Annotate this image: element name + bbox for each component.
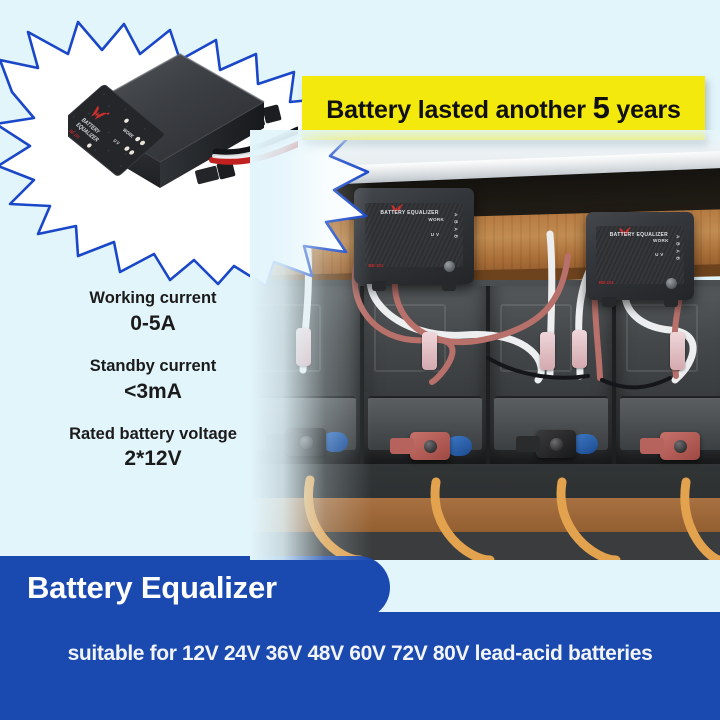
spec-list: Working current 0-5A Standby current <3m… bbox=[28, 288, 278, 492]
hero-product-image: BATTERY EQUALIZER WORK U V BE-101 bbox=[57, 48, 302, 208]
installed-equalizer-2: BATTERY EQUALIZER WORK U V A B A B BE-10… bbox=[586, 212, 694, 307]
certification-mark-icon bbox=[665, 277, 677, 289]
module-uv-label: U V bbox=[430, 232, 440, 238]
module-channel-label: A B A B bbox=[675, 234, 681, 262]
module-mount-tab bbox=[664, 297, 678, 307]
wire-sleeve bbox=[296, 328, 311, 366]
wire-sleeve bbox=[540, 332, 555, 370]
spec-label: Standby current bbox=[89, 356, 217, 375]
headline-text-after: years bbox=[616, 96, 681, 124]
headline-banner: Battery lasted another 5 years bbox=[302, 76, 705, 140]
svg-text:U V: U V bbox=[112, 138, 121, 146]
module-model-text: BE-101 bbox=[598, 280, 614, 286]
spec-item-working-current: Working current 0-5A bbox=[28, 288, 278, 337]
headline-text: Battery lasted another 5 years bbox=[326, 90, 681, 126]
headline-highlight-number: 5 bbox=[592, 90, 610, 125]
footer-subtitle: suitable for 12V 24V 36V 48V 60V 72V 80V… bbox=[67, 642, 653, 665]
wire-sleeve bbox=[422, 332, 437, 370]
module-mount-tab bbox=[442, 281, 456, 291]
hero-product-render: BATTERY EQUALIZER WORK U V BE-101 bbox=[57, 53, 302, 188]
spec-value: 2*12V bbox=[124, 447, 182, 471]
spec-item-standby-current: Standby current <3mA bbox=[28, 356, 278, 405]
spec-label: Working current bbox=[89, 289, 217, 307]
wire-sleeve bbox=[670, 332, 685, 370]
module-mount-tab bbox=[602, 297, 616, 307]
wire-sleeve bbox=[572, 330, 587, 368]
module-work-label: WORK bbox=[652, 238, 669, 244]
svg-text:BE-101: BE-101 bbox=[68, 128, 82, 140]
spec-label: Rated battery voltage bbox=[69, 424, 237, 443]
module-work-label: WORK bbox=[428, 216, 445, 222]
svg-text:WORK: WORK bbox=[121, 127, 135, 139]
module-uv-label: U V bbox=[655, 252, 664, 258]
product-title-tab: Battery Equalizer bbox=[0, 556, 390, 619]
spec-value: 0-5A bbox=[130, 311, 176, 335]
footer-banner: suitable for 12V 24V 36V 48V 60V 72V 80V… bbox=[0, 612, 720, 720]
spec-value: <3mA bbox=[124, 379, 182, 403]
spec-item-rated-voltage: Rated battery voltage 2*12V bbox=[28, 424, 278, 473]
certification-mark-icon bbox=[443, 260, 455, 272]
product-title: Battery Equalizer bbox=[27, 569, 277, 605]
headline-text-before: Battery lasted another bbox=[326, 96, 586, 124]
module-channel-label: A B A B bbox=[453, 212, 459, 240]
